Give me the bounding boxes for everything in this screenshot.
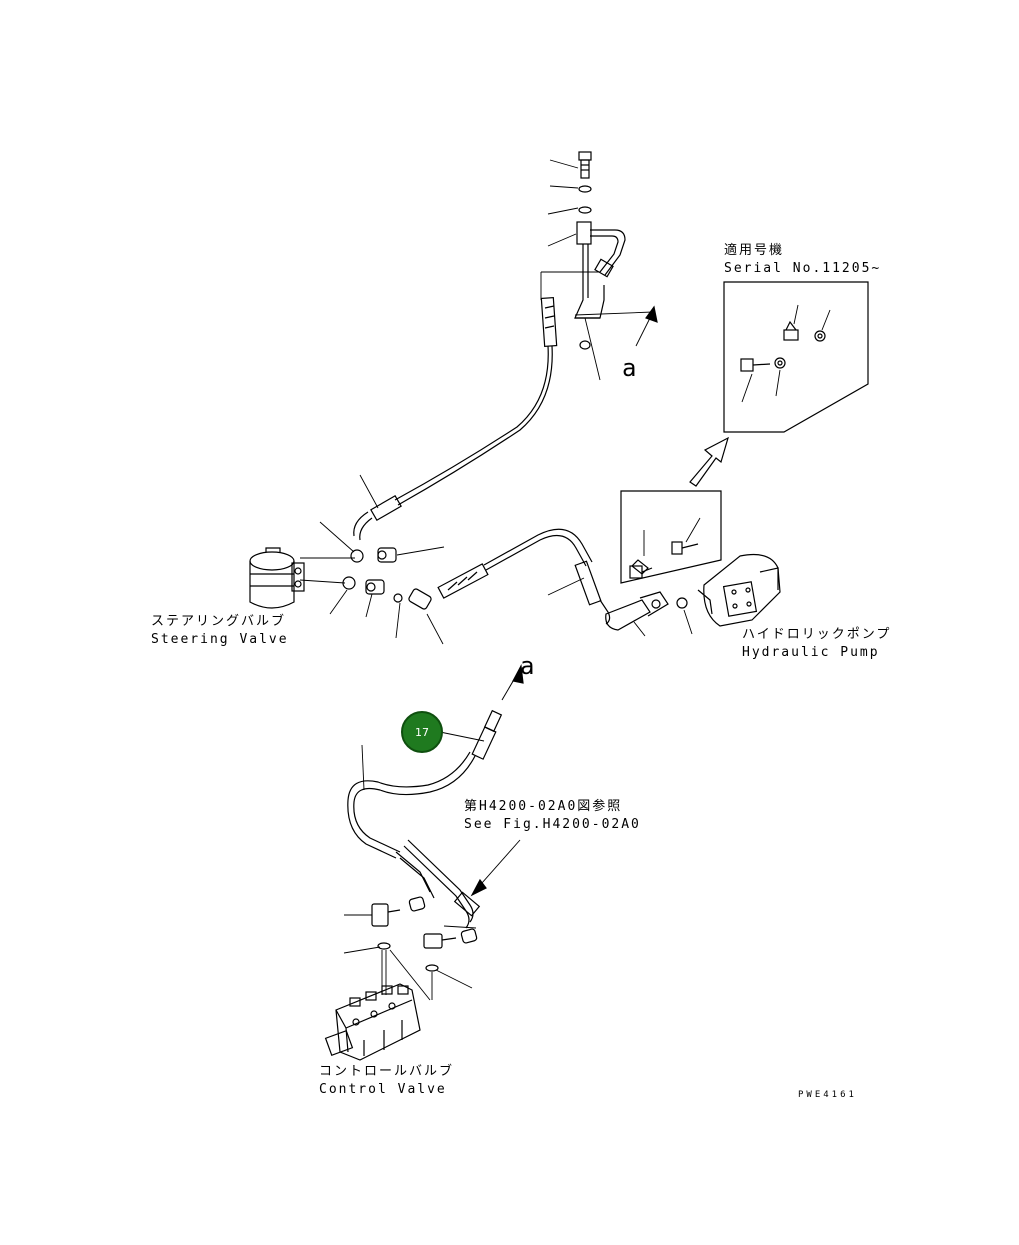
drawing-code: PWE4161 [798, 1090, 857, 1100]
control-valve-label-en: Control Valve [319, 1082, 447, 1097]
lower-hose [347, 709, 503, 899]
serial-box-serial: Serial No.11205~ [724, 261, 882, 276]
top-bolt [578, 151, 592, 179]
leader-lines-pump [633, 609, 693, 637]
top-washer-2 [578, 206, 592, 214]
upper-hose [353, 296, 558, 541]
control-valve-label-ja: コントロールバルブ [319, 1064, 455, 1079]
pump-flange [605, 591, 688, 631]
lower-hose-2 [403, 839, 481, 929]
leader-callout [439, 731, 485, 742]
callout-17[interactable]: 17 [401, 711, 443, 753]
leader-lines-steering [299, 521, 445, 645]
bracket [574, 221, 626, 319]
leader-lines-top [540, 159, 654, 381]
steering-valve [249, 547, 305, 609]
arrow-to-serial-box [689, 436, 729, 487]
leader-lower-hose [361, 744, 365, 791]
steering-valve-label-en: Steering Valve [151, 632, 289, 647]
hydraulic-pump-label-ja: ハイドロリックポンプ [742, 627, 892, 642]
top-washer [578, 185, 592, 193]
bracket-washer [579, 340, 591, 350]
serial-box-title: 適用号機 [724, 243, 785, 258]
see-fig-label-en: See Fig.H4200-02A0 [464, 817, 641, 832]
view-marker-top: a [622, 354, 637, 382]
hydraulic-pump [697, 553, 781, 627]
view-arrow-top [645, 305, 658, 323]
steering-valve-label-ja: ステアリングバルブ [151, 614, 287, 629]
control-valve [324, 983, 421, 1061]
leader-upper-hose [359, 474, 379, 509]
leader-lines-control [343, 914, 477, 1001]
steering-fittings [342, 547, 432, 610]
serial-box [723, 281, 869, 433]
hydraulic-pump-label-en: Hydraulic Pump [742, 645, 880, 660]
leader-pump-hose [547, 577, 585, 596]
pump-hose [437, 528, 611, 625]
see-fig-label-ja: 第H4200-02A0図参照 [464, 799, 623, 814]
control-fittings [371, 896, 478, 972]
view-marker-lower: a [520, 652, 535, 680]
detail-box-pump [620, 490, 722, 584]
